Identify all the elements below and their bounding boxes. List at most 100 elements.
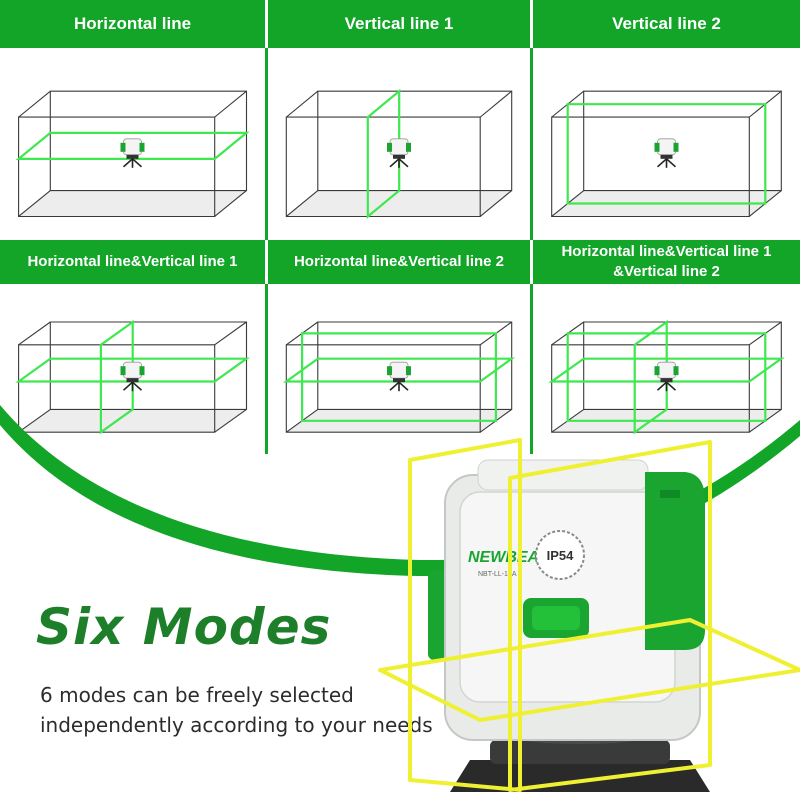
description-line-2: independently according to your needs (40, 713, 433, 737)
laser-level-side (139, 142, 145, 152)
laser-plane-horizontal (378, 618, 800, 722)
tripod-leg (122, 158, 134, 168)
laser-level-icon (120, 361, 145, 392)
room-back-wall (49, 90, 248, 192)
mode-header-3-line-1: Vertical line 2 (612, 14, 721, 33)
mode-illustration-2 (285, 88, 513, 219)
room-front-frame (285, 116, 481, 218)
laser-level-mount (393, 154, 405, 159)
laser-horizontal-line (548, 357, 785, 383)
laser-level-device: NEWBEAT NBT-LL-12A IP54 (378, 438, 800, 792)
laser-level-mount (393, 378, 405, 383)
room-edge (18, 190, 51, 217)
mode-header-2: Vertical line 1 (268, 0, 530, 48)
laser-level-mount (660, 154, 673, 159)
ip-rating-badge (535, 530, 585, 580)
mode-header-6-line-2: &Vertical line 2 (613, 263, 720, 280)
laser-level-side (120, 142, 126, 152)
laser-horizontal-line (15, 131, 250, 161)
tripod-leg (131, 381, 143, 391)
room-edge (18, 321, 51, 346)
tripod-leg (131, 158, 143, 168)
laser-level-body (657, 138, 676, 156)
tripod-leg (122, 381, 134, 391)
mode-panel-4 (0, 284, 265, 474)
description-line-1: 6 modes can be freely selected (40, 683, 354, 707)
room-floor (286, 190, 512, 217)
laser-level-side (139, 366, 145, 376)
laser-level-body (123, 138, 142, 156)
device-base-plate (490, 740, 670, 764)
device-model: NBT-LL-12A (478, 571, 517, 578)
ip-rating-label: IP54 (547, 548, 575, 563)
laser-vertical-line-2 (566, 103, 767, 205)
mode-illustration-1 (15, 90, 250, 218)
tripod-leg (665, 158, 677, 168)
room-edge (214, 190, 247, 217)
mode-header-3: Vertical line 2 (533, 0, 800, 48)
room-edge (479, 90, 513, 118)
room-edge (285, 190, 319, 217)
room-floor (18, 409, 247, 433)
room-back-wall (49, 321, 248, 410)
tripod-leg (656, 158, 668, 168)
laser-level-mount (660, 378, 673, 383)
laser-level-body (389, 361, 409, 379)
room-edge (285, 90, 319, 118)
room-edge (214, 90, 247, 118)
laser-level-icon (654, 361, 679, 392)
room-floor (18, 190, 247, 217)
laser-level-side (406, 142, 411, 152)
mode-header-4-line-1: Horizontal line&Vertical line 1 (27, 253, 238, 270)
laser-level-mount (126, 154, 139, 159)
laser-level-side (387, 142, 392, 152)
laser-horizontal-line (282, 357, 516, 383)
room-back-wall (583, 321, 782, 410)
mode-header-2-line-1: Vertical line 1 (344, 14, 454, 33)
laser-level-side (387, 366, 392, 376)
mode-header-5-line-1: Horizontal line&Vertical line 2 (293, 253, 505, 270)
tripod-leg (398, 158, 409, 168)
room-edge (214, 321, 247, 346)
mode-panel-3 (533, 48, 800, 264)
laser-level-side (654, 142, 660, 152)
mode-panel-2 (268, 48, 530, 264)
tripod-leg (398, 381, 409, 391)
laser-level-side (406, 366, 411, 376)
room-back-wall (317, 321, 513, 410)
laser-level-body (389, 138, 409, 156)
mode-header-6-line-1: Horizontal line&Vertical line 1 (561, 243, 772, 260)
description: 6 modes can be freely selected independe… (40, 680, 460, 740)
laser-level-icon (387, 361, 411, 392)
laser-level-side (673, 366, 679, 376)
grid-divider (530, 284, 533, 454)
mode-header-6: Horizontal line&Vertical line 1 &Vertica… (533, 240, 800, 284)
laser-level-icon (654, 138, 679, 168)
device-side-panel-right (645, 472, 705, 650)
laser-horizontal-line (15, 357, 250, 383)
room-back-wall (317, 90, 513, 192)
tripod-leg (665, 381, 677, 391)
room-edge (18, 90, 51, 118)
laser-level-side (654, 366, 660, 376)
mode-panel-1 (0, 48, 265, 264)
mode-illustration-3 (551, 90, 782, 218)
mode-header-1-line-1: Horizontal line (73, 14, 192, 33)
laser-level-icon (387, 138, 411, 168)
room-back-wall (583, 90, 782, 192)
headline: Six Modes (36, 598, 332, 656)
tripod-leg (389, 381, 400, 391)
grid-divider (265, 48, 268, 240)
room-edge (479, 190, 513, 217)
laser-level-body (657, 361, 676, 379)
laser-level-mount (126, 378, 139, 383)
tripod-leg (389, 158, 400, 168)
grid-divider (265, 284, 268, 454)
mode-header-4: Horizontal line&Vertical line 1 (0, 240, 265, 284)
laser-level-body (123, 361, 142, 379)
laser-plane-vertical-2 (508, 440, 712, 792)
device-base (450, 760, 710, 792)
mode-header-5: Horizontal line&Vertical line 2 (268, 240, 530, 284)
laser-level-side (120, 366, 126, 376)
